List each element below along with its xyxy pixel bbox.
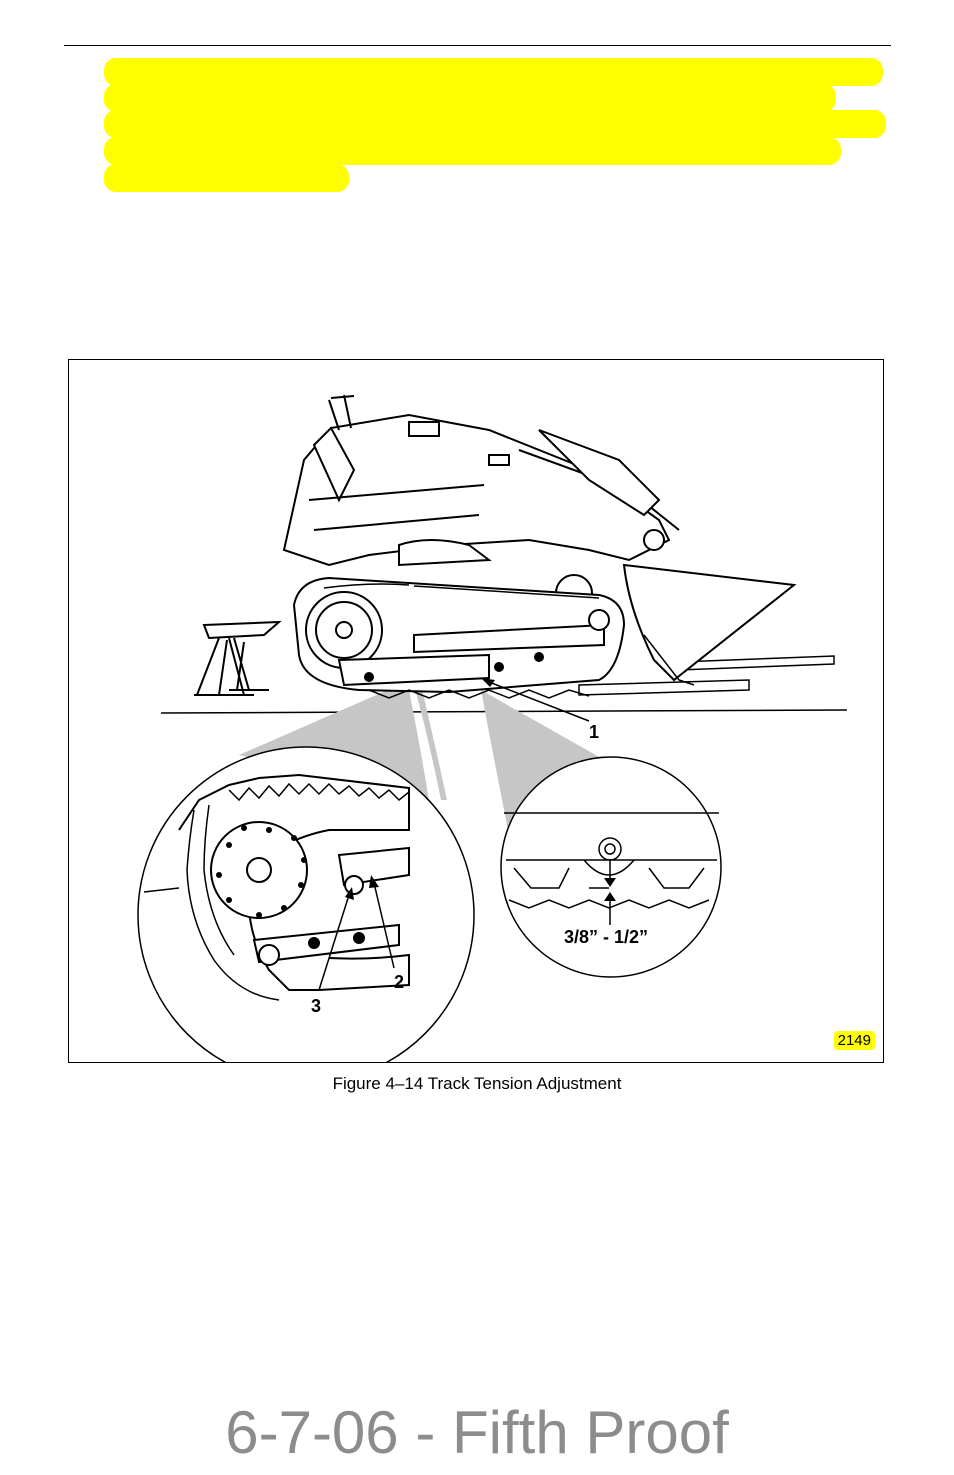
callout-1: 1 [589,722,599,742]
sprocket-detail-circle [137,746,475,1062]
tension-detail-circle [500,756,722,978]
callout-3: 3 [311,996,321,1016]
highlight-bar [104,58,883,86]
highlight-bar [104,84,836,112]
track-tension-illustration: 1 2 3 3/8” - 1/2” [137,394,848,1062]
bucket [622,563,797,682]
figure-frame: 1 2 3 3/8” - 1/2” 2149 [68,359,884,1063]
figure-caption: Figure 4–14 Track Tension Adjustment [332,1074,622,1093]
header-rule [64,45,891,46]
tension-measurement-label: 3/8” - 1/2” [564,927,648,947]
highlight-bar [104,137,841,165]
highlight-bar [104,164,349,192]
jack-stand [194,620,282,696]
callout-2: 2 [394,972,404,992]
proof-watermark: 6-7-06 - Fifth Proof [225,1399,729,1466]
highlight-bar [104,110,886,138]
figure-id-badge: 2149 [833,1031,875,1050]
track-assembly [292,576,626,694]
